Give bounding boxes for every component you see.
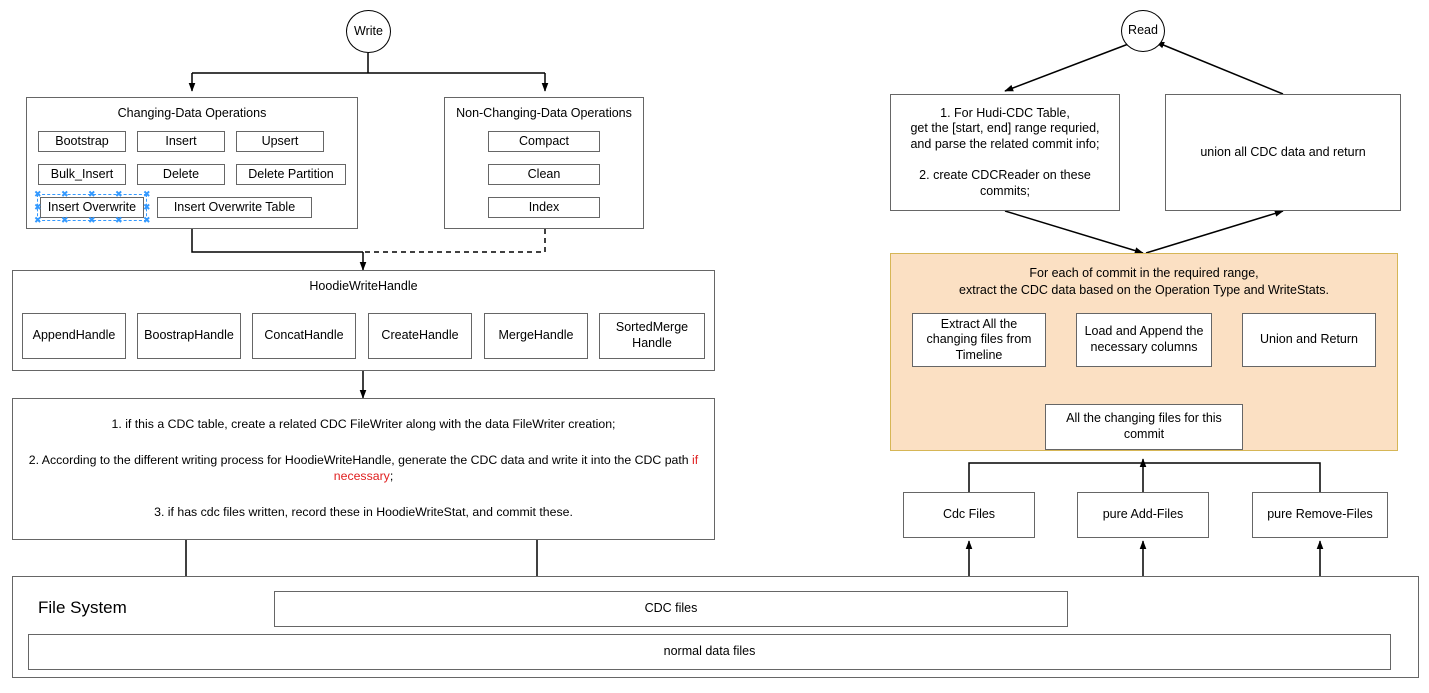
pure-remove-files-box[interactable]: pure Remove-Files bbox=[1252, 492, 1388, 538]
selection-handle-n2[interactable]: ✖ bbox=[61, 189, 69, 199]
selection-handle-w[interactable]: ✖ bbox=[34, 202, 42, 212]
extract-changing-files-label: Extract All the changing files from Time… bbox=[926, 316, 1032, 362]
all-changing-files-box[interactable]: All the changing files for this commit bbox=[1045, 404, 1243, 450]
selection-handle-n[interactable]: ✖ bbox=[88, 189, 96, 199]
op-delete[interactable]: Delete bbox=[137, 164, 225, 185]
handle-concat-label: ConcatHandle bbox=[264, 328, 344, 343]
load-append-columns-box[interactable]: Load and Append the necessary columns bbox=[1076, 313, 1212, 367]
cdc-files-box[interactable]: CDC files bbox=[274, 591, 1068, 627]
op-upsert[interactable]: Upsert bbox=[236, 131, 324, 152]
file-system-label: File System bbox=[38, 598, 127, 617]
cdc-write-step-2-prefix: 2. According to the different writing pr… bbox=[28, 453, 693, 468]
selection-handle-s3[interactable]: ✖ bbox=[115, 215, 123, 225]
cdc-files-label: CDC files bbox=[644, 601, 698, 616]
read-start-label: Read bbox=[1128, 23, 1158, 38]
op-upsert-label: Upsert bbox=[261, 133, 299, 148]
load-append-columns-label: Load and Append the necessary columns bbox=[1084, 324, 1204, 354]
selection-handle-s[interactable]: ✖ bbox=[88, 215, 96, 225]
handle-create[interactable]: CreateHandle bbox=[368, 313, 472, 359]
hoodie-write-handle-group[interactable]: HoodieWriteHandle bbox=[12, 270, 715, 371]
op-bulk-insert-label: Bulk_Insert bbox=[50, 166, 114, 181]
op-clean[interactable]: Clean bbox=[488, 164, 600, 185]
pure-add-files-box[interactable]: pure Add-Files bbox=[1077, 492, 1209, 538]
op-index[interactable]: Index bbox=[488, 197, 600, 218]
op-compact-label: Compact bbox=[518, 133, 570, 148]
handle-bootstrap[interactable]: BoostrapHandle bbox=[137, 313, 241, 359]
selection-handle-sw[interactable]: ✖ bbox=[34, 215, 42, 225]
handle-merge-label: MergeHandle bbox=[498, 328, 574, 343]
handle-append-label: AppendHandle bbox=[32, 328, 116, 343]
selection-handle-se[interactable]: ✖ bbox=[143, 215, 151, 225]
union-all-cdc-label: union all CDC data and return bbox=[1200, 144, 1366, 159]
selection-handle-nw[interactable]: ✖ bbox=[34, 189, 42, 199]
union-and-return-box[interactable]: Union and Return bbox=[1242, 313, 1376, 367]
write-start-node[interactable]: Write bbox=[346, 10, 391, 53]
handle-sorted-merge[interactable]: SortedMerge Handle bbox=[599, 313, 705, 359]
read-start-node[interactable]: Read bbox=[1121, 10, 1165, 52]
cdc-write-step-2-suffix: ; bbox=[389, 469, 394, 483]
handle-bootstrap-label: BoostrapHandle bbox=[144, 328, 234, 343]
op-insert-overwrite-table-label: Insert Overwrite Table bbox=[173, 199, 296, 214]
read-prepare-box[interactable]: 1. For Hudi-CDC Table, get the [start, e… bbox=[890, 94, 1120, 211]
cdc-write-step-2-highlight: if necessary bbox=[333, 453, 699, 483]
normal-data-files-box[interactable]: normal data files bbox=[28, 634, 1391, 670]
all-changing-files-label: All the changing files for this commit bbox=[1066, 411, 1222, 441]
cdc-write-step-2: 2. According to the different writing pr… bbox=[25, 453, 702, 485]
selection-handle-e[interactable]: ✖ bbox=[143, 202, 151, 212]
op-insert-overwrite[interactable]: Insert Overwrite bbox=[40, 197, 144, 218]
op-insert[interactable]: Insert bbox=[137, 131, 225, 152]
union-all-cdc-box[interactable]: union all CDC data and return bbox=[1165, 94, 1401, 211]
read-prepare-text: 1. For Hudi-CDC Table, get the [start, e… bbox=[910, 105, 1100, 198]
non-changing-data-operations-title: Non-Changing-Data Operations bbox=[456, 106, 632, 120]
op-compact[interactable]: Compact bbox=[488, 131, 600, 152]
handle-sorted-merge-label: SortedMerge Handle bbox=[615, 320, 689, 350]
cdc-files-kind-box[interactable]: Cdc Files bbox=[903, 492, 1035, 538]
selection-handle-ne[interactable]: ✖ bbox=[143, 189, 151, 199]
hoodie-write-handle-title: HoodieWriteHandle bbox=[309, 279, 418, 293]
commit-extract-caption: For each of commit in the required range… bbox=[959, 266, 1329, 297]
cdc-files-kind-label: Cdc Files bbox=[942, 507, 996, 522]
handle-append[interactable]: AppendHandle bbox=[22, 313, 126, 359]
op-clean-label: Clean bbox=[527, 166, 561, 181]
op-delete-partition-label: Delete Partition bbox=[248, 166, 334, 181]
cdc-write-step-1: 1. if this a CDC table, create a related… bbox=[111, 417, 616, 432]
op-bootstrap-label: Bootstrap bbox=[55, 133, 109, 148]
op-index-label: Index bbox=[528, 199, 560, 214]
handle-merge[interactable]: MergeHandle bbox=[484, 313, 588, 359]
cdc-write-step-3: 3. if has cdc files written, record thes… bbox=[154, 504, 573, 519]
op-insert-overwrite-label: Insert Overwrite bbox=[47, 199, 137, 214]
selection-handle-s2[interactable]: ✖ bbox=[61, 215, 69, 225]
handle-create-label: CreateHandle bbox=[381, 328, 459, 343]
pure-add-files-label: pure Add-Files bbox=[1102, 507, 1184, 522]
op-bootstrap[interactable]: Bootstrap bbox=[38, 131, 126, 152]
handle-concat[interactable]: ConcatHandle bbox=[252, 313, 356, 359]
op-insert-overwrite-table[interactable]: Insert Overwrite Table bbox=[157, 197, 312, 218]
op-delete-partition[interactable]: Delete Partition bbox=[236, 164, 346, 185]
extract-changing-files-box[interactable]: Extract All the changing files from Time… bbox=[912, 313, 1046, 367]
write-start-label: Write bbox=[354, 23, 383, 38]
op-bulk-insert[interactable]: Bulk_Insert bbox=[38, 164, 126, 185]
union-and-return-label: Union and Return bbox=[1260, 332, 1358, 347]
pure-remove-files-label: pure Remove-Files bbox=[1267, 507, 1373, 522]
normal-data-files-label: normal data files bbox=[663, 644, 756, 659]
changing-data-operations-title: Changing-Data Operations bbox=[117, 106, 267, 120]
selection-handle-n3[interactable]: ✖ bbox=[115, 189, 123, 199]
op-delete-label: Delete bbox=[162, 166, 200, 181]
cdc-write-steps-box[interactable]: 1. if this a CDC table, create a related… bbox=[12, 398, 715, 540]
op-insert-label: Insert bbox=[165, 133, 197, 148]
